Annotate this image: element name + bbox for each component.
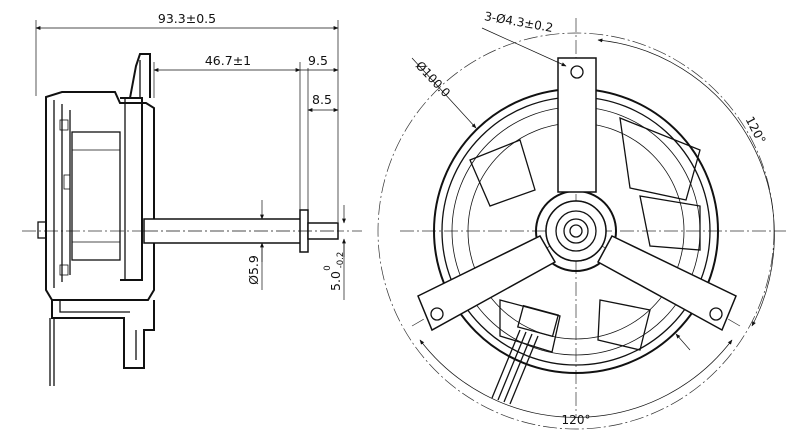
dim-shaft-length: 46.7±1 [153,53,301,210]
dim-holes-label: 3-Ø4.3±0.2 [483,9,554,35]
dim-shaft-dia: Ø5.9 [246,200,264,290]
dim-angle-bottom: 120° [419,339,733,427]
dim-overall-length: 93.3±0.5 [35,11,339,222]
dim-overall-length-label: 93.3±0.5 [158,11,216,26]
front-view: 3-Ø4.3±0.2 Ø100.0 120° 120° [377,9,786,430]
dim-shaft-dia-label: Ø5.9 [246,255,261,285]
side-view: 93.3±0.5 46.7±1 9.5 8.5 Ø5.9 [22,11,362,386]
mount-hole-top [570,65,584,79]
mounting-arm-left [417,235,557,332]
mounting-arm-top [557,57,597,193]
dim-shaft-end-b: 8.5 [307,92,339,112]
dim-tip-dia: 5.0 0 -0.2 [323,205,346,300]
bolt-circle [377,32,775,430]
mount-hole-left [430,307,444,321]
dim-shaft-end-a: 9.5 [300,53,339,210]
dim-angle-bottom-label: 120° [562,413,591,427]
dim-shaft-length-label: 46.7±1 [205,53,251,68]
dim-shaft-end-b-label: 8.5 [312,92,332,107]
dim-shaft-end-a-label: 9.5 [308,53,328,68]
mounting-arm-right [596,235,737,332]
motor-shaft [143,209,339,253]
dim-holes: 3-Ø4.3±0.2 [481,9,567,67]
dim-angle-right-label: 120° [743,114,769,146]
dim-tip-dia-label: 5.0 [328,271,343,291]
dim-tip-tol-lower: -0.2 [336,252,346,269]
motor-body [37,53,155,386]
dim-tip-tol-upper: 0 [323,265,333,270]
